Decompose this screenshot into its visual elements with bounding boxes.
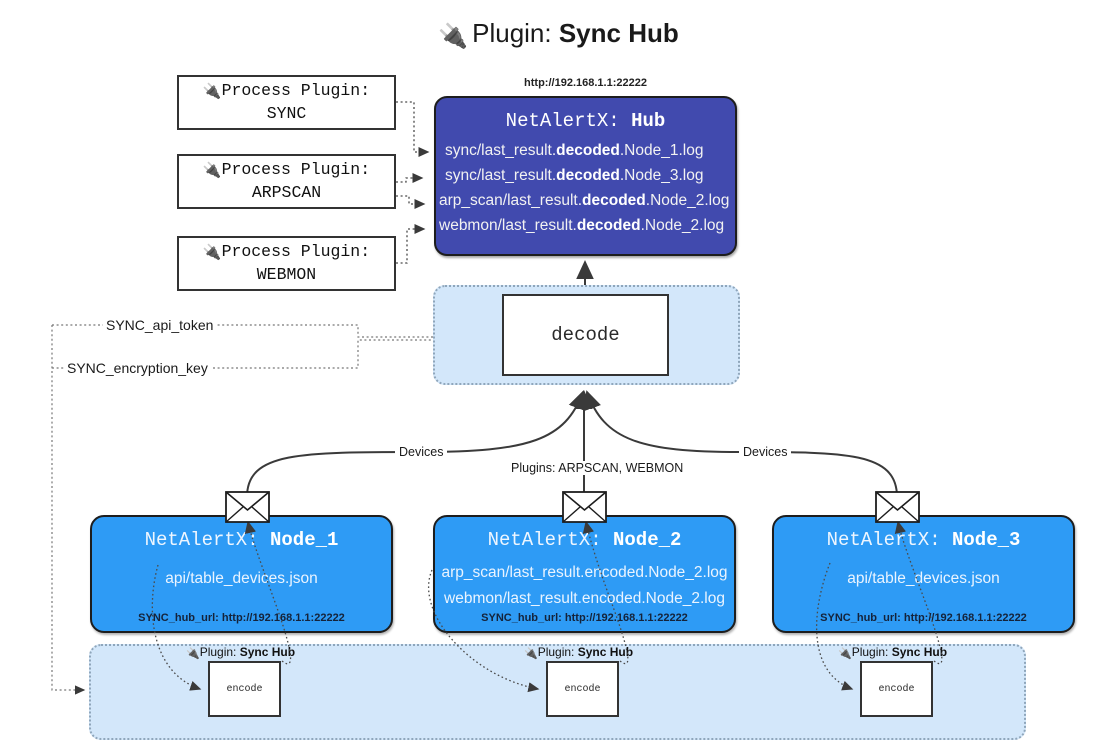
decode-box[interactable]: decode — [502, 294, 669, 376]
process-plugin-sync-line2: SYNC — [266, 103, 307, 123]
encode-box-node-3[interactable]: encode — [860, 661, 933, 717]
process-plugin-webmon-line2: WEBMON — [256, 264, 317, 284]
hub-log-line-3: arp_scan/last_result.decoded.Node_2.log — [439, 192, 730, 209]
hub-title: NetAlertX: Hub — [505, 110, 666, 132]
electric-plug-icon: 🔌 — [202, 243, 222, 262]
hub-url-label: http://192.168.1.1:22222 — [524, 77, 647, 89]
process-plugin-arpscan-line2: ARPSCAN — [251, 182, 322, 202]
edge-label-plugins-center: Plugins: ARPSCAN, WEBMON — [507, 461, 688, 475]
envelope-icon-node-1 — [225, 491, 270, 523]
page-title-name: Sync Hub — [558, 18, 679, 48]
hub-log-line-4: webmon/last_result.decoded.Node_2.log — [439, 217, 725, 234]
process-plugin-box-arpscan[interactable]: 🔌Process Plugin: ARPSCAN — [177, 154, 396, 209]
envelope-icon-node-3 — [875, 491, 920, 523]
encode-box-node-1[interactable]: encode — [208, 661, 281, 717]
hub-log-line-1: sync/last_result.decoded.Node_1.log — [445, 142, 704, 159]
page-title-prefix: Plugin: — [472, 18, 559, 48]
electric-plug-icon: 🔌 — [202, 161, 222, 180]
sync-encryption-key-label: SYNC_encryption_key — [64, 360, 211, 376]
electric-plug-icon: 🔌 — [202, 82, 222, 101]
envelope-icon-node-2 — [562, 491, 607, 523]
process-plugin-sync-line1: 🔌Process Plugin: — [202, 81, 371, 101]
edge-label-devices-left: Devices — [395, 445, 448, 459]
hub-box[interactable]: NetAlertX: Hub sync/last_result.decoded.… — [434, 96, 737, 256]
settings-to-encoders-connector — [51, 325, 86, 695]
page-title: 🔌Plugin: Sync Hub — [0, 18, 1117, 51]
plugin-to-hub-connectors — [396, 101, 430, 264]
electric-plug-icon: 🔌 — [438, 23, 469, 50]
process-plugin-arpscan-line1: 🔌Process Plugin: — [202, 160, 371, 180]
hub-log-line-2: sync/last_result.decoded.Node_3.log — [445, 167, 704, 184]
node-2-title: NetAlertX: Node_2 — [487, 529, 682, 551]
process-plugin-webmon-line1: 🔌Process Plugin: — [202, 242, 371, 262]
sync-api-token-label: SYNC_api_token — [103, 317, 217, 333]
edge-label-devices-right: Devices — [739, 445, 792, 459]
encode-box-node-2[interactable]: encode — [546, 661, 619, 717]
process-plugin-box-webmon[interactable]: 🔌Process Plugin: WEBMON — [177, 236, 396, 291]
process-plugin-box-sync[interactable]: 🔌Process Plugin: SYNC — [177, 75, 396, 130]
